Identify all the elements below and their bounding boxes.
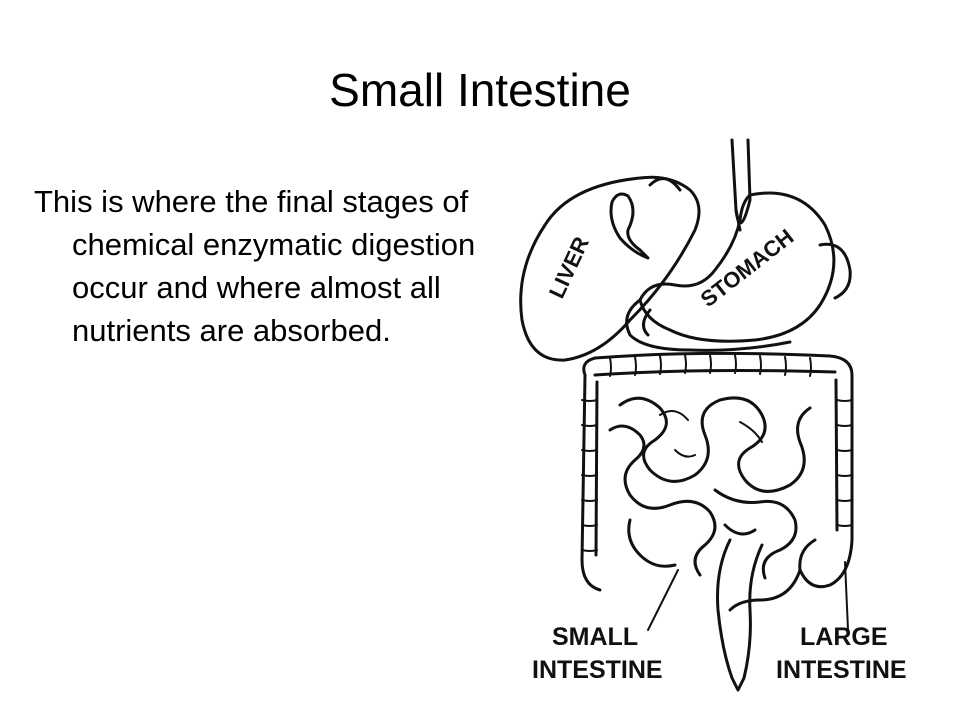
gall-bladder (609, 192, 650, 260)
large-intestine-pointer (844, 561, 849, 631)
slide-body-text: This is where the final stages of chemic… (34, 184, 476, 348)
small-intestine-label-line2: INTESTINE (532, 656, 663, 684)
duodenum (625, 298, 792, 352)
small-intestine-pointer (647, 569, 679, 631)
liver-label: LIVER (544, 233, 594, 302)
large-intestine-label-line2: INTESTINE (776, 656, 907, 684)
stomach-label: STOMACH (696, 224, 799, 312)
stomach (638, 191, 852, 343)
digestive-system-diagram: LIVER STOMACH SMALL INTESTINE LARGE INTE… (519, 138, 907, 692)
large-intestine-label-line1: LARGE (800, 623, 888, 651)
rectum (716, 538, 764, 692)
large-intestine (580, 351, 854, 612)
small-intestine (608, 396, 812, 580)
slide-title: Small Intestine (329, 64, 631, 116)
small-intestine-label-line1: SMALL (552, 623, 638, 651)
